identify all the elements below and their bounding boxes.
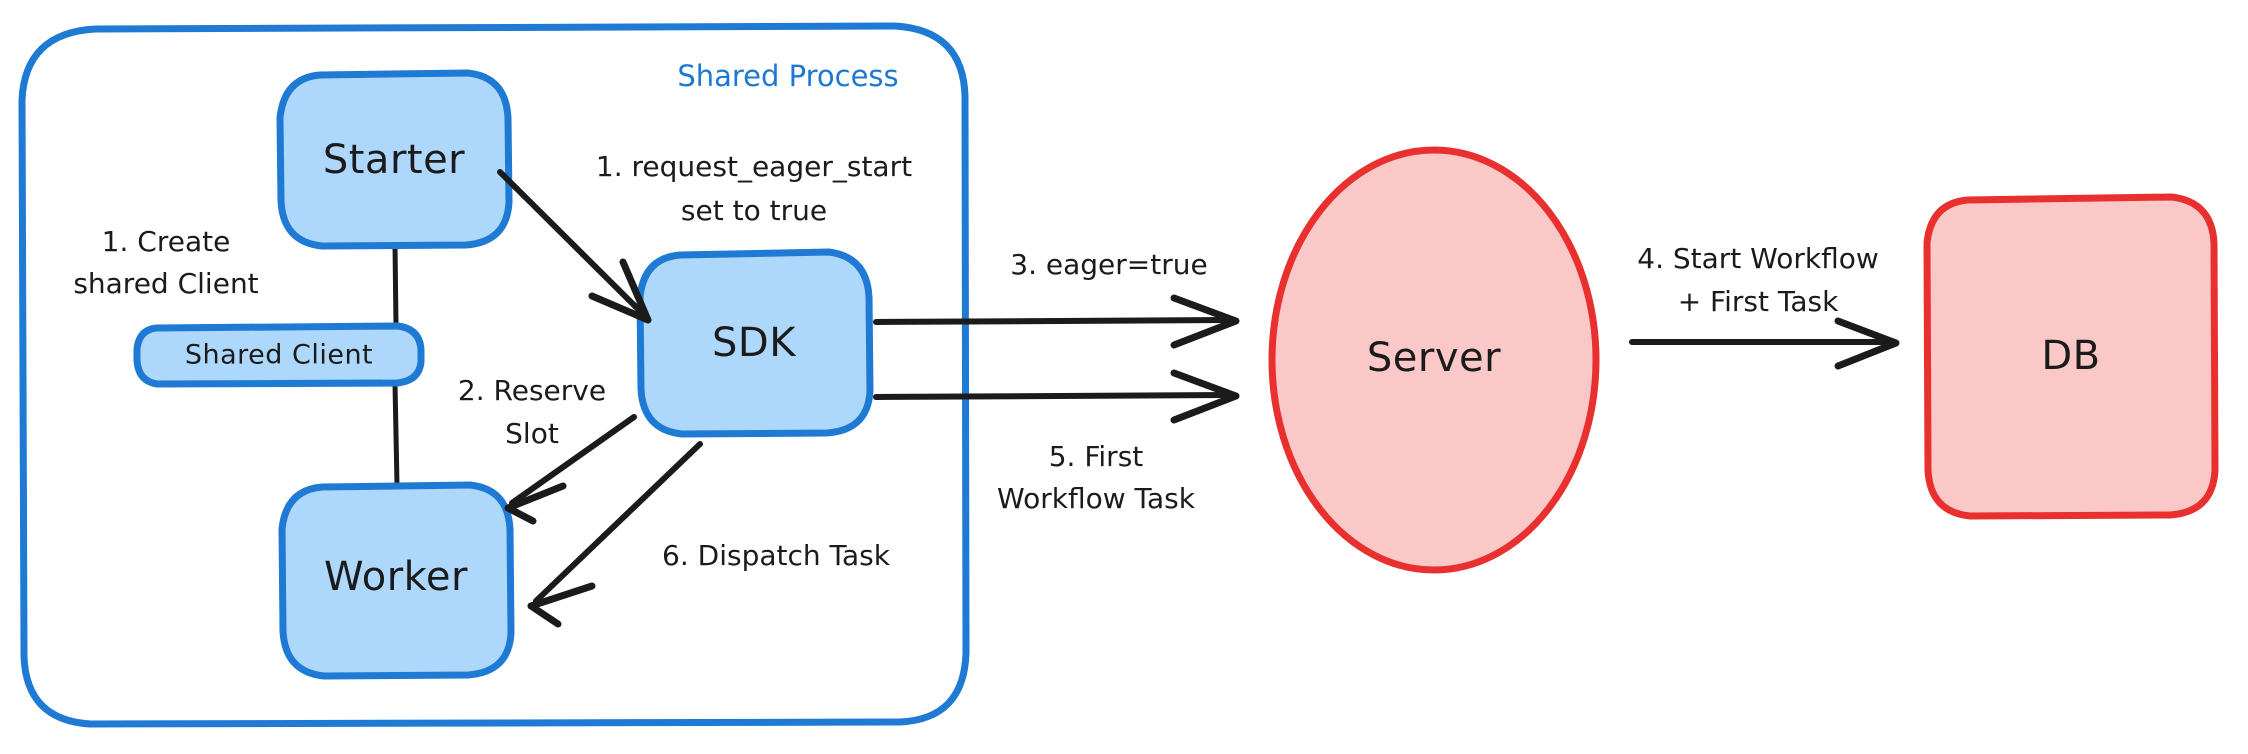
eager-true-line (873, 317, 1231, 325)
edge-label-dispatch-task: 6. Dispatch Task (662, 539, 891, 572)
edge-label-request-eager-start-line2: set to true (681, 194, 827, 227)
edge-create-shared-client[interactable]: 1. Create shared Client (73, 225, 400, 488)
node-db[interactable]: DB (1923, 193, 2219, 520)
worker-shape (278, 481, 515, 680)
worker-label: Worker (324, 554, 468, 600)
edge-request-eager-start[interactable]: 1. request_eager_start set to true (497, 150, 912, 324)
server-label: Server (1367, 335, 1501, 381)
start-workflow-arrowhead (1834, 317, 1900, 370)
shared-process-label: Shared Process (677, 59, 898, 93)
edge-first-workflow-task[interactable]: 5. First Workflow Task (873, 369, 1240, 515)
node-worker[interactable]: Worker (278, 481, 515, 680)
node-starter[interactable]: Starter (276, 69, 513, 250)
edge-start-workflow[interactable]: 4. Start Workflow + First Task (1629, 242, 1900, 370)
node-shared-client[interactable]: Shared Client (133, 322, 425, 388)
db-shape (1923, 193, 2219, 520)
starter-shape (276, 69, 513, 250)
sdk-label: SDK (712, 320, 797, 366)
edge-label-first-workflow-task-line1: 5. First (1049, 440, 1144, 473)
starter-label: Starter (323, 137, 465, 183)
eager-true-arrowhead (1170, 294, 1240, 349)
sharedclient-worker-line (392, 381, 400, 488)
edge-dispatch-task[interactable]: 6. Dispatch Task (527, 441, 891, 628)
edge-label-reserve-slot-line2: Slot (505, 417, 559, 450)
dispatch-task-line (533, 441, 703, 604)
edge-reserve-slot[interactable]: 2. Reserve Slot (458, 374, 637, 525)
reserve-slot-line (509, 414, 637, 506)
reserve-slot-arrowhead (504, 482, 567, 525)
sdk-shape (636, 248, 874, 438)
edge-eager-true[interactable]: 3. eager=true (873, 248, 1240, 349)
edge-label-create-shared-client-line2: shared Client (73, 267, 258, 300)
db-label: DB (2041, 333, 2100, 379)
shared-client-label: Shared Client (185, 340, 373, 371)
edge-label-first-workflow-task-line2: Workflow Task (997, 482, 1196, 515)
edge-label-start-workflow-line1: 4. Start Workflow (1637, 242, 1879, 275)
first-workflow-task-arrowhead (1170, 369, 1240, 424)
request-eager-start-arrowhead (588, 258, 652, 324)
edge-label-eager-true: 3. eager=true (1010, 248, 1207, 281)
shared-client-shape (133, 322, 425, 388)
server-shape (1268, 146, 1600, 574)
group-shared-process[interactable]: Shared Process (18, 22, 970, 728)
request-eager-start-line (497, 169, 647, 318)
shared-process-outline (18, 22, 970, 728)
first-workflow-task-line (873, 392, 1231, 400)
edge-label-start-workflow-line2: + First Task (1678, 285, 1839, 318)
edge-label-create-shared-client-line1: 1. Create (102, 225, 231, 258)
edge-label-request-eager-start-line1: 1. request_eager_start (596, 150, 912, 183)
starter-sharedclient-line (392, 241, 399, 329)
dispatch-task-arrowhead (527, 582, 596, 628)
node-server[interactable]: Server (1268, 146, 1600, 574)
edge-label-reserve-slot-line1: 2. Reserve (458, 374, 606, 407)
node-sdk[interactable]: SDK (636, 248, 874, 438)
